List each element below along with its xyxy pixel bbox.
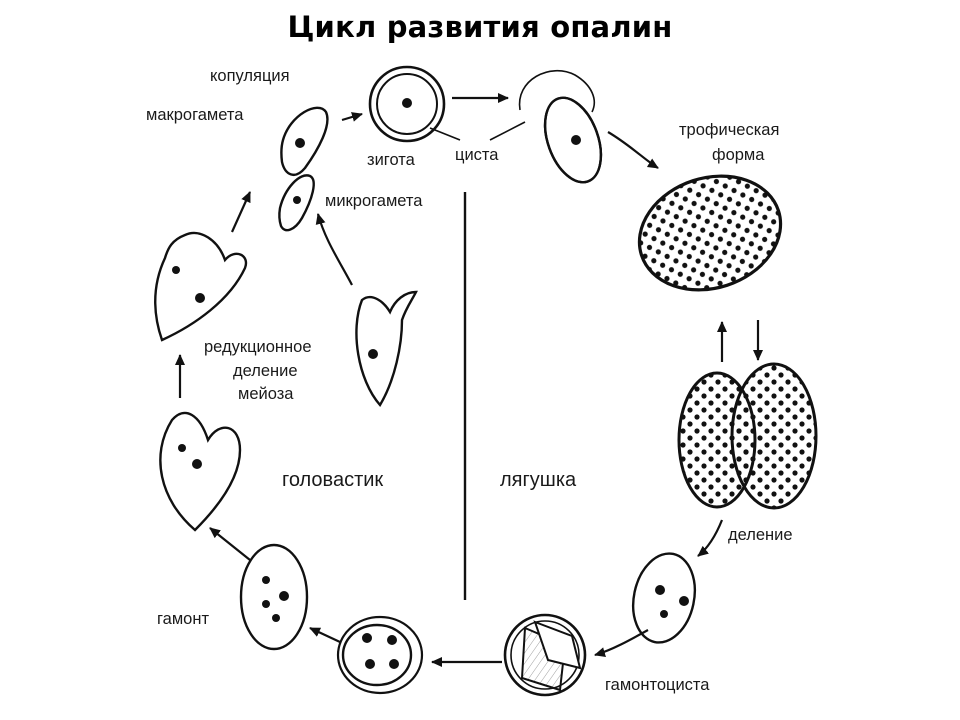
label-cyst: циста	[455, 146, 499, 164]
heart-shaped-cell-upper	[154, 231, 248, 342]
label-macrogamete: макрогамета	[146, 106, 244, 124]
arrow-heart-to-macrogamete	[230, 191, 252, 233]
arrow-small-gamont-to-gamontocyst	[594, 629, 649, 657]
arrow-copulation-to-zygote	[341, 112, 363, 122]
microgamete-cell	[278, 174, 315, 232]
cyst-cell	[518, 69, 603, 184]
arrow-cyst-to-gamont	[309, 627, 341, 643]
label-trophic-line1: трофическая	[679, 121, 779, 139]
encysted-gamont-cell	[336, 615, 424, 695]
label-reduction-line3: мейоза	[238, 385, 294, 403]
gamont-cell	[239, 543, 309, 651]
trophic-form-cell	[637, 174, 783, 292]
label-reduction-line2: деление	[233, 362, 298, 380]
label-tadpole: головастик	[282, 469, 383, 491]
label-gamontocyst: гамонтоциста	[605, 676, 710, 694]
label-reduction-line1: редукционное	[204, 338, 312, 356]
gamontocyst-cell	[503, 613, 587, 697]
arrow-division-to-small-gamont	[697, 519, 724, 557]
dividing-trophic-cell	[677, 362, 818, 510]
cyst-leader-line	[489, 121, 526, 141]
diagram-title: Цикл развития опалин	[287, 10, 673, 44]
arrow-gamont-to-heart	[209, 527, 251, 561]
zygote-cell	[368, 65, 446, 143]
label-gamont: гамонт	[157, 610, 209, 628]
zygote-leader-line	[429, 127, 461, 141]
macrogamete-cell	[280, 106, 329, 176]
label-microgamete: микрогамета	[325, 192, 423, 210]
label-copulation: копуляция	[210, 67, 290, 85]
arrow-reduction-to-microgamete	[315, 213, 353, 286]
arrow-cyst-to-trophic	[607, 131, 659, 169]
heart-shaped-cell-lower	[159, 411, 242, 532]
label-frog: лягушка	[500, 469, 577, 491]
label-zygote: зигота	[367, 151, 416, 169]
small-gamont-cell	[632, 552, 696, 644]
reduction-division-cell	[355, 290, 418, 408]
label-trophic-line2: форма	[712, 146, 765, 164]
label-division: деление	[728, 526, 793, 544]
